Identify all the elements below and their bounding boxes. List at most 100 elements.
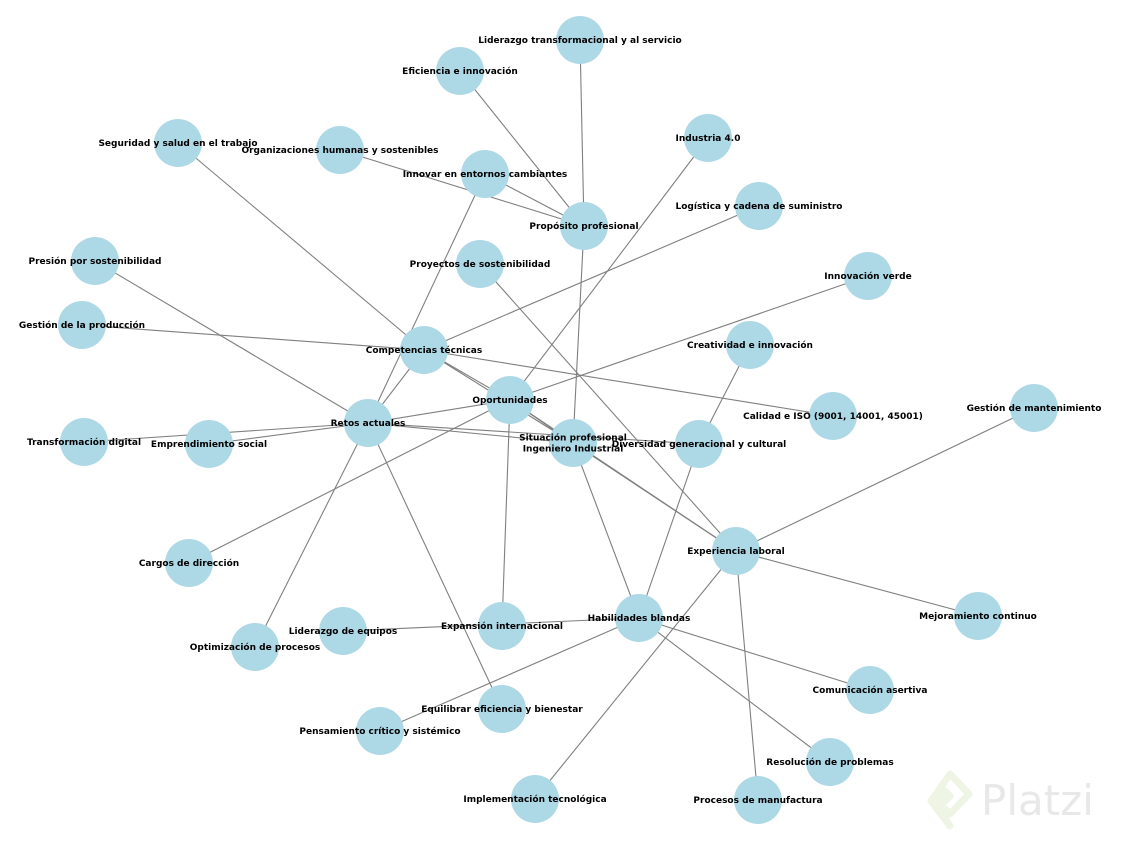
node-label-implementacion: Implementación tecnológica [463,794,606,805]
edge-eficiencia-proposito [459,70,585,227]
node-liderazgo_trans [556,16,604,64]
node-label-mejoramiento: Mejoramiento continuo [919,612,1037,622]
node-label-resolucion: Resolución de problemas [766,757,893,768]
node-label-industria: Industria 4.0 [676,134,741,144]
node-label-proyectos: Proyectos de sostenibilidad [410,260,551,270]
node-retos [344,399,392,447]
node-gestion_prod [58,301,106,349]
edge-presion-retos [94,260,369,424]
node-label-creatividad: Creatividad e innovación [687,340,813,351]
node-label-innovar: Innovar en entornos cambiantes [403,170,568,180]
node-innov_verde [844,252,892,300]
edge-habilidades-pensamiento [379,617,640,732]
node-resolucion [806,738,854,786]
edge-competencias-calidad [423,349,834,417]
edge-retos-equilibrar [367,422,503,710]
node-label-transformacion: Transformación digital [27,437,141,448]
edge-experiencia-manufactura [735,550,759,801]
node-label-equilibrar: Equilibrar eficiencia y bienestar [421,705,583,715]
nodes-layer [58,16,1058,824]
edge-diversidad-habilidades [638,443,700,619]
node-proyectos [456,240,504,288]
node-competencias [400,326,448,374]
node-label-organizaciones: Organizaciones humanas y sostenibles [241,146,438,156]
edge-experiencia-implementacion [534,550,737,800]
node-proposito [560,202,608,250]
edge-experiencia-mantenimiento [735,407,1035,552]
node-label-eficiencia: Eficiencia e innovación [402,66,518,77]
edge-logistica-competencias [423,205,760,351]
labels-layer: Liderazgo transformacional y al servicio… [19,36,1102,806]
node-lid_equipos [319,607,367,655]
node-mantenimiento [1010,384,1058,432]
node-transformacion [60,418,108,466]
node-label-experiencia: Experiencia laboral [687,547,785,557]
node-organizaciones [316,126,364,174]
edge-proyectos-experiencia [479,263,737,552]
node-creatividad [726,321,774,369]
node-label-lid_equipos: Liderazgo de equipos [289,627,398,637]
edge-liderazgo_trans-proposito [579,39,585,227]
node-comunicacion [846,666,894,714]
edge-retos-optimizacion [254,422,369,648]
node-label-comunicacion: Comunicación asertiva [813,685,928,696]
node-implementacion [511,775,559,823]
node-label-calidad: Calidad e ISO (9001, 14001, 45001) [743,412,923,422]
edge-innovar-retos [367,173,486,424]
node-eficiencia [436,47,484,95]
node-mejoramiento [954,592,1002,640]
node-oportunidades [486,376,534,424]
node-expansion [478,602,526,650]
node-label-innov_verde: Innovación verde [824,271,911,282]
node-label-presion: Presión por sostenibilidad [29,256,162,267]
node-label-liderazgo_trans: Liderazgo transformacional y al servicio [478,36,682,46]
edge-situacion-habilidades [572,442,640,619]
node-label-competencias: Competencias técnicas [366,345,483,356]
node-innovar [461,150,509,198]
node-experiencia [712,527,760,575]
node-industria [684,114,732,162]
edge-oportunidades-cargos [188,399,511,564]
edge-retos-emprendimiento [208,422,369,445]
node-logistica [735,182,783,230]
platzi-watermark: Platzi [925,770,1094,830]
node-habilidades [615,594,663,642]
node-label-seguridad: Seguridad y salud en el trabajo [98,139,257,149]
node-label-proposito: Propósito profesional [529,221,638,232]
node-seguridad [154,119,202,167]
node-label-expansion: Expansión internacional [441,621,563,632]
node-emprendimiento [185,420,233,468]
edge-seguridad-competencias [177,142,425,351]
node-label-optimizacion: Optimización de procesos [190,642,320,653]
platzi-watermark-text: Platzi [981,775,1094,825]
node-presion [71,237,119,285]
edge-habilidades-resolucion [638,617,831,763]
node-label-cargos: Cargos de dirección [139,558,239,569]
node-label-oportunidades: Oportunidades [472,396,547,406]
node-situacion [549,419,597,467]
node-label-manufactura: Procesos de manufactura [693,796,822,806]
edge-organizaciones-proposito [339,149,585,227]
node-label-emprendimiento: Emprendimiento social [151,440,267,450]
node-label-habilidades: Habilidades blandas [588,614,691,624]
platzi-logo-icon [927,770,973,830]
edge-gestion_prod-competencias [81,324,425,351]
node-calidad [809,392,857,440]
edge-oportunidades-expansion [501,399,511,627]
edge-habilidades-comunicacion [638,617,871,691]
node-diversidad [675,420,723,468]
node-optimizacion [231,623,279,671]
node-label-pensamiento: Pensamiento crítico y sistémico [299,726,460,737]
node-label-logistica: Logística y cadena de suministro [676,202,843,212]
node-cargos [165,539,213,587]
edge-situacion-experiencia [572,442,737,552]
edge-retos-diversidad [367,422,700,445]
node-manufactura [734,776,782,824]
edge-retos-situacion [367,422,574,444]
node-equilibrar [478,685,526,733]
node-label-mantenimiento: Gestión de mantenimiento [967,403,1102,414]
edge-innov_verde-oportunidades [509,275,869,401]
node-label-retos: Retos actuales [331,419,406,429]
edge-experiencia-mejoramiento [735,550,979,617]
